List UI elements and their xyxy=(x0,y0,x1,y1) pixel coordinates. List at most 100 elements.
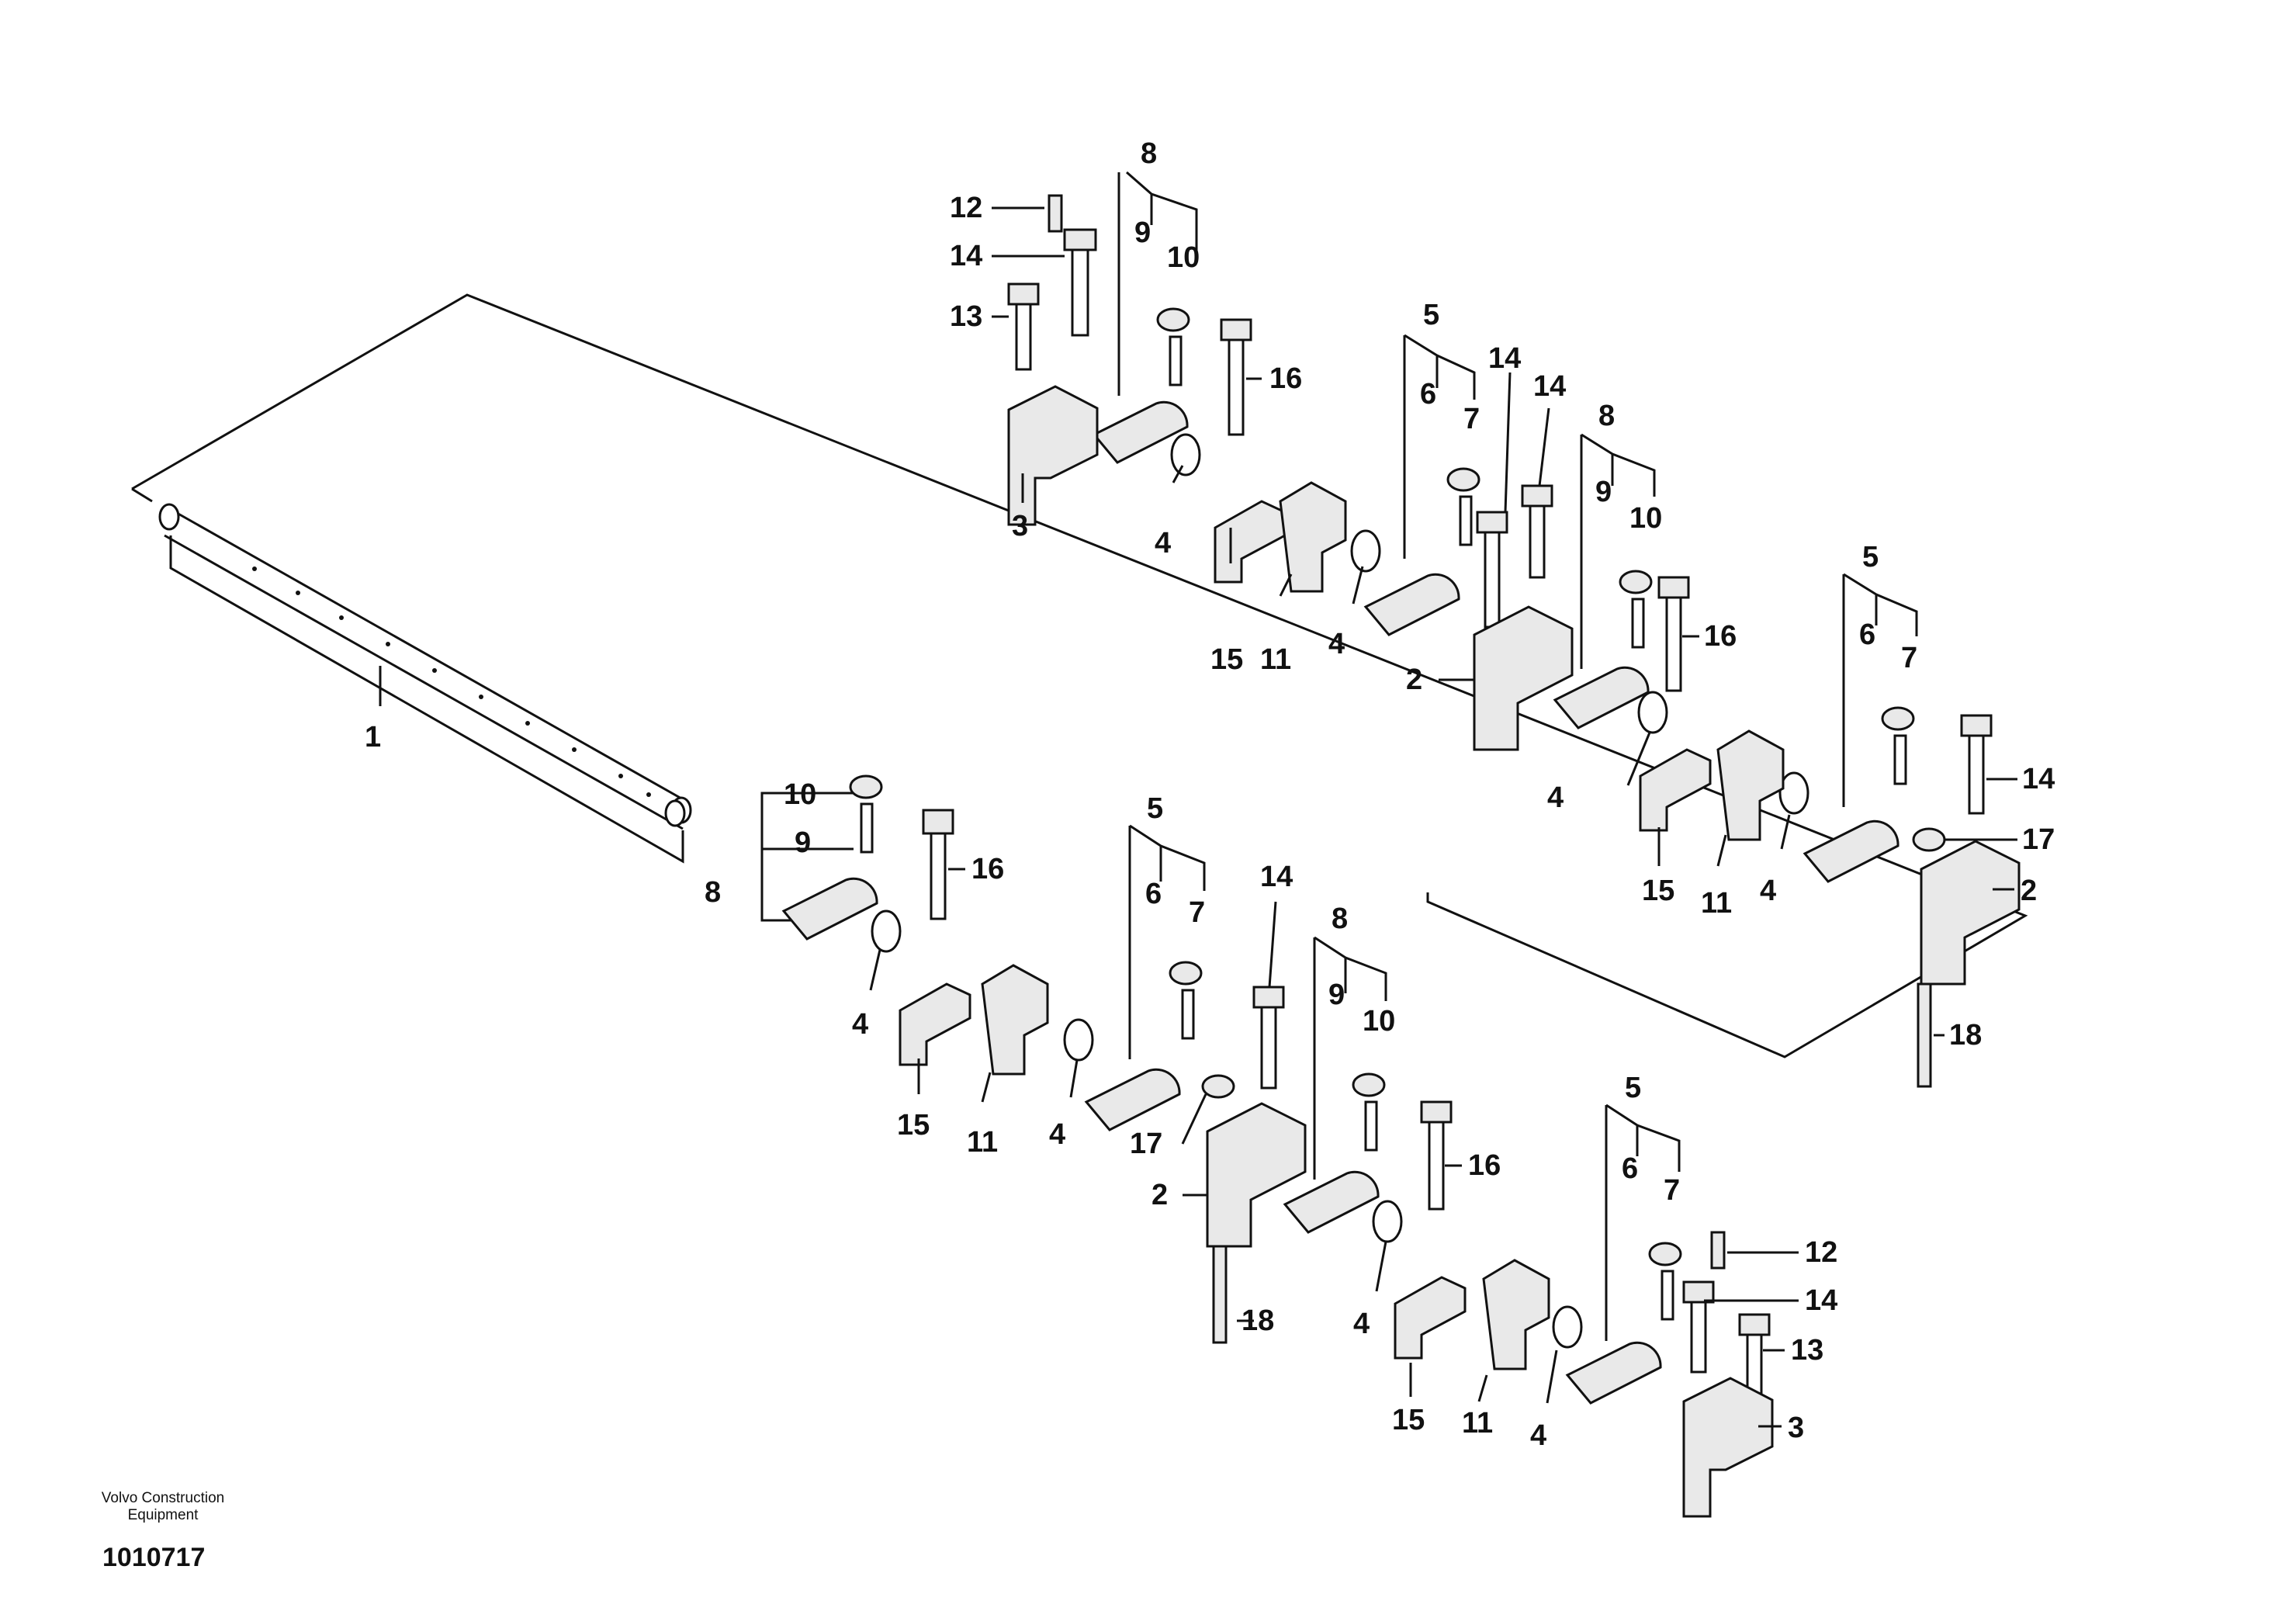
stud-18-a xyxy=(1917,982,1932,1088)
label-8: 8 xyxy=(705,876,721,909)
spring-4-g xyxy=(1372,1200,1403,1243)
bolt-14-a xyxy=(1063,228,1097,337)
washer-17-a xyxy=(1912,827,1946,852)
label-6: 6 xyxy=(1145,878,1162,910)
bracket-11-b xyxy=(1716,729,1785,841)
label-15: 15 xyxy=(897,1109,930,1142)
label-6: 6 xyxy=(1859,618,1875,651)
label-4: 4 xyxy=(1530,1419,1546,1452)
nut-7-a xyxy=(1446,467,1480,546)
label-4: 4 xyxy=(1328,628,1345,660)
bracket-15-d xyxy=(1394,1276,1467,1360)
rocker-shaft xyxy=(158,503,692,864)
bolt-16-c xyxy=(922,809,954,920)
label-6: 6 xyxy=(1622,1152,1638,1185)
callout-labels: 1 2 2 2 3 3 4 4 4 4 4 4 4 4 5 5 5 5 6 6 … xyxy=(365,137,2055,1452)
rocker-arm-g xyxy=(1283,1170,1380,1234)
nut-10-b xyxy=(1619,570,1653,649)
nut-7-d xyxy=(1648,1242,1682,1321)
company-name-line1: Volvo Construction xyxy=(101,1490,225,1506)
bolt-14-d xyxy=(1960,714,1993,815)
label-2: 2 xyxy=(1151,1179,1168,1211)
label-11: 11 xyxy=(967,1126,998,1159)
document-number: 1010717 xyxy=(102,1543,206,1572)
label-10: 10 xyxy=(1167,241,1200,274)
rocker-arm-f xyxy=(1084,1068,1181,1131)
label-7: 7 xyxy=(1664,1174,1680,1207)
label-11: 11 xyxy=(1462,1407,1493,1440)
support-2-a xyxy=(1473,605,1574,751)
rocker-arm-c xyxy=(1553,666,1650,729)
label-2: 2 xyxy=(2021,875,2037,907)
label-8: 8 xyxy=(1598,400,1615,432)
spring-4-e xyxy=(871,909,902,953)
bracket-11-c xyxy=(981,964,1049,1076)
nut-7-b xyxy=(1881,706,1915,785)
label-4: 4 xyxy=(1760,875,1776,907)
label-11: 11 xyxy=(1701,887,1732,920)
label-9: 9 xyxy=(1328,979,1345,1011)
rocker-arm-h xyxy=(1565,1341,1662,1405)
label-4: 4 xyxy=(1547,781,1564,814)
stud-18-b xyxy=(1212,1239,1228,1344)
label-16: 16 xyxy=(1269,362,1302,395)
nut-7-c xyxy=(1169,961,1203,1040)
support-3-b xyxy=(1682,1377,1774,1518)
label-10: 10 xyxy=(1629,502,1662,535)
label-7: 7 xyxy=(1189,896,1205,929)
label-10: 10 xyxy=(784,778,816,811)
label-14: 14 xyxy=(1488,342,1521,375)
label-4: 4 xyxy=(1155,527,1171,560)
label-6: 6 xyxy=(1420,378,1436,411)
bracket-15-c xyxy=(899,982,971,1066)
bolt-14-c xyxy=(1521,484,1553,579)
spring-4-h xyxy=(1552,1305,1583,1349)
label-4: 4 xyxy=(852,1008,868,1041)
nut-10-a xyxy=(1156,307,1190,386)
label-16: 16 xyxy=(1704,620,1737,653)
label-5: 5 xyxy=(1423,299,1439,331)
rocker-arm-d xyxy=(1803,819,1899,883)
label-7: 7 xyxy=(1463,403,1480,435)
bracket-15-b xyxy=(1639,748,1712,832)
footer-block: Volvo Construction Equipment 1010717 xyxy=(31,1490,295,1573)
label-10: 10 xyxy=(1363,1005,1395,1038)
label-5: 5 xyxy=(1862,541,1879,573)
label-4: 4 xyxy=(1049,1118,1065,1151)
label-13: 13 xyxy=(1791,1334,1823,1367)
label-11: 11 xyxy=(1260,643,1291,676)
spring-4-b xyxy=(1350,529,1381,573)
support-2-c xyxy=(1206,1102,1307,1248)
nut-10-d xyxy=(1352,1072,1386,1152)
callout-brackets xyxy=(760,171,1918,1341)
label-15: 15 xyxy=(1392,1404,1425,1436)
bolt-14-e xyxy=(1252,986,1285,1090)
bolt-16-d xyxy=(1420,1100,1453,1211)
label-3: 3 xyxy=(1788,1412,1804,1444)
rocker-arm-e xyxy=(781,877,878,941)
stud-12-a xyxy=(1048,194,1063,233)
label-1: 1 xyxy=(365,721,381,754)
label-2: 2 xyxy=(1406,663,1422,696)
label-17: 17 xyxy=(2022,823,2055,856)
assembly-boundary xyxy=(131,293,2028,1058)
bolt-16-a xyxy=(1220,318,1252,436)
label-8: 8 xyxy=(1141,137,1157,170)
label-9: 9 xyxy=(1595,476,1612,508)
label-3: 3 xyxy=(1012,510,1028,542)
spring-4-f xyxy=(1063,1018,1094,1062)
support-3-a xyxy=(1007,385,1099,526)
label-16: 16 xyxy=(1468,1149,1501,1182)
leader-lines xyxy=(869,206,2017,1428)
label-13: 13 xyxy=(950,300,982,333)
label-9: 9 xyxy=(795,826,811,859)
label-12: 12 xyxy=(1805,1236,1837,1269)
washer-17-b xyxy=(1201,1074,1235,1099)
label-18: 18 xyxy=(1949,1019,1982,1052)
bolt-14-f xyxy=(1682,1280,1715,1374)
label-14: 14 xyxy=(2022,763,2055,795)
bolt-14-b xyxy=(1476,511,1508,629)
label-5: 5 xyxy=(1625,1072,1641,1104)
nut-10-c xyxy=(849,774,883,854)
